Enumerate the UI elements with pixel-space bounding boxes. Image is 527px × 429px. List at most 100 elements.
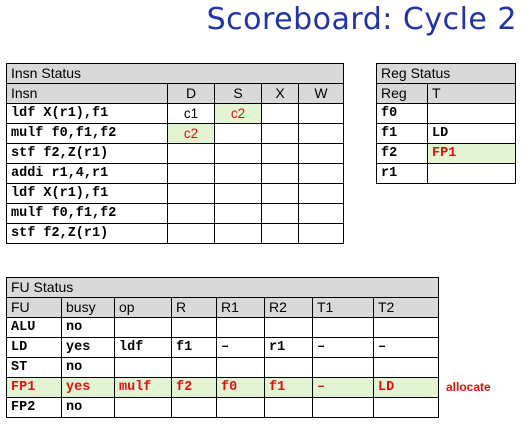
w-cell <box>298 163 344 184</box>
s-cell <box>214 143 262 164</box>
s-cell: c2 <box>214 103 262 124</box>
slide-title: Scoreboard: Cycle 2 <box>206 2 517 37</box>
reg-cell: r1 <box>376 163 428 184</box>
s-col-header: S <box>214 83 262 104</box>
s-cell <box>214 123 262 144</box>
r2-cell <box>264 317 313 338</box>
t1-col-header: T1 <box>312 297 374 318</box>
fu-row: FP2 no <box>6 397 439 418</box>
s-cell <box>214 163 262 184</box>
r2-cell: r1 <box>264 337 313 358</box>
op-cell: mulf <box>114 377 172 398</box>
reg-row: f0 <box>376 103 516 124</box>
t1-cell: – <box>312 377 374 398</box>
insn-row: ldf X(r1),f1 c1 c2 <box>6 103 344 124</box>
r2-cell <box>264 357 313 378</box>
fu-row: LD yes ldf f1 – r1 – – <box>6 337 439 358</box>
d-cell <box>167 163 215 184</box>
t2-cell <box>373 357 439 378</box>
r-col-header: R <box>171 297 217 318</box>
d-cell: c2 <box>167 123 215 144</box>
t-cell: LD <box>427 123 516 144</box>
fu-cell: ALU <box>6 317 62 338</box>
t1-cell <box>312 397 374 418</box>
insn-row: mulf f0,f1,f2 c2 <box>6 123 344 144</box>
fu-cell: LD <box>6 337 62 358</box>
insn-row: mulf f0,f1,f2 <box>6 203 344 224</box>
reg-cell: f2 <box>376 143 428 164</box>
d-col-header: D <box>167 83 215 104</box>
r2-col-header: R2 <box>264 297 313 318</box>
fu-status-table: FU Status FU busy op R R1 R2 T1 T2 ALU n… <box>6 277 439 418</box>
op-cell <box>114 317 172 338</box>
r2-cell <box>264 397 313 418</box>
x-cell <box>260 143 300 164</box>
insn-cell: addi r1,4,r1 <box>6 163 168 184</box>
fu-cell: FP2 <box>6 397 62 418</box>
reg-status-caption: Reg Status <box>376 63 516 84</box>
insn-col-header: Insn <box>6 83 168 104</box>
reg-row: f1 LD <box>376 123 516 144</box>
reg-cell: f1 <box>376 123 428 144</box>
x-cell <box>260 203 300 224</box>
w-cell <box>298 143 344 164</box>
t2-col-header: T2 <box>373 297 439 318</box>
d-cell <box>167 183 215 204</box>
x-col-header: X <box>260 83 300 104</box>
busy-cell: yes <box>61 337 115 358</box>
t-col-header: T <box>427 83 516 104</box>
r1-cell <box>216 317 265 338</box>
x-cell <box>260 123 300 144</box>
insn-cell: mulf f0,f1,f2 <box>6 123 168 144</box>
reg-row: f2 FP1 <box>376 143 516 164</box>
r1-cell: f0 <box>216 377 265 398</box>
busy-col-header: busy <box>61 297 115 318</box>
t2-cell <box>373 397 439 418</box>
t2-cell <box>373 317 439 338</box>
insn-cell: stf f2,Z(r1) <box>6 223 168 244</box>
s-cell <box>214 183 262 204</box>
t-cell <box>427 103 516 124</box>
t1-cell <box>312 317 374 338</box>
insn-row: stf f2,Z(r1) <box>6 223 344 244</box>
w-cell <box>298 203 344 224</box>
w-cell <box>298 183 344 204</box>
d-cell: c1 <box>167 103 215 124</box>
x-cell <box>260 223 300 244</box>
insn-status-table: Insn Status Insn D S X W ldf X(r1),f1 c1… <box>6 63 344 244</box>
t-cell <box>427 163 516 184</box>
r-cell: f2 <box>171 377 217 398</box>
reg-cell: f0 <box>376 103 428 124</box>
d-cell <box>167 143 215 164</box>
r-cell <box>171 317 217 338</box>
fu-row: ALU no <box>6 317 439 338</box>
r1-cell <box>216 397 265 418</box>
r-cell <box>171 357 217 378</box>
fu-cell: FP1 <box>6 377 62 398</box>
reg-col-header: Reg <box>376 83 428 104</box>
t2-cell: – <box>373 337 439 358</box>
busy-cell: no <box>61 397 115 418</box>
w-col-header: W <box>298 83 344 104</box>
d-cell <box>167 223 215 244</box>
d-cell <box>167 203 215 224</box>
fu-row: ST no <box>6 357 439 378</box>
op-cell <box>114 357 172 378</box>
r1-cell: – <box>216 337 265 358</box>
x-cell <box>260 103 300 124</box>
t2-cell: LD <box>373 377 439 398</box>
insn-cell: mulf f0,f1,f2 <box>6 203 168 224</box>
w-cell <box>298 123 344 144</box>
w-cell <box>298 223 344 244</box>
busy-cell: no <box>61 357 115 378</box>
insn-cell: ldf X(r1),f1 <box>6 183 168 204</box>
fu-status-caption: FU Status <box>6 277 439 298</box>
s-cell <box>214 203 262 224</box>
op-cell <box>114 397 172 418</box>
t1-cell: – <box>312 337 374 358</box>
w-cell <box>298 103 344 124</box>
busy-cell: no <box>61 317 115 338</box>
r1-col-header: R1 <box>216 297 265 318</box>
fu-col-header: FU <box>6 297 62 318</box>
insn-cell: ldf X(r1),f1 <box>6 103 168 124</box>
